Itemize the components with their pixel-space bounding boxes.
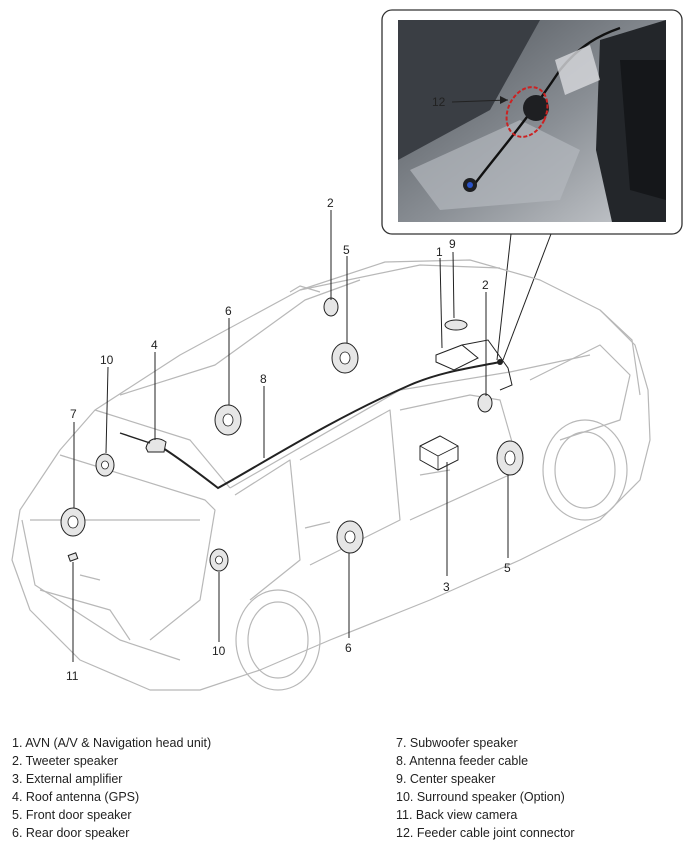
callout-4: 4: [151, 338, 158, 352]
legend-item-avn: 1. AVN (A/V & Navigation head unit): [12, 736, 212, 750]
callout-3: 3: [443, 580, 450, 594]
callout-5-bottom: 5: [504, 561, 511, 575]
legend-item-roof-antenna: 4. Roof antenna (GPS): [12, 790, 140, 804]
feeder-connector-highlight: [505, 86, 549, 138]
car-outline: [11, 259, 651, 691]
callout-12: 12: [432, 95, 446, 109]
callout-2-front: 2: [482, 278, 489, 292]
antenna-feeder-cable: [157, 361, 501, 490]
feeder-cable-joint: [497, 359, 503, 365]
legend-item-amplifier: 3. External amplifier: [12, 772, 123, 786]
callout-11: 11: [66, 669, 79, 683]
tweeter-speaker-front: [477, 393, 493, 413]
callout-5-top: 5: [343, 243, 350, 257]
callout-10-top: 10: [100, 353, 114, 367]
legend-item-subwoofer: 7. Subwoofer speaker: [396, 736, 518, 750]
callout-7: 7: [70, 407, 77, 421]
legend-item-back-camera: 11. Back view camera: [396, 808, 518, 822]
callout-10-bottom: 10: [212, 644, 226, 658]
avn-head-unit: [435, 344, 479, 371]
inset-photo-box: 12: [381, 9, 683, 361]
legend-item-joint-connector: 12. Feeder cable joint connector: [396, 826, 575, 840]
legend-left-column: 1. AVN (A/V & Navigation head unit) 2. T…: [12, 734, 211, 842]
legend-item-surround-speaker: 10. Surround speaker (Option): [396, 790, 565, 804]
vehicle-audio-diagram: 12 1 9 2: [11, 9, 683, 691]
center-speaker: [444, 319, 468, 331]
roof-antenna: [145, 438, 167, 453]
back-view-camera: [67, 552, 79, 562]
callout-2-top: 2: [327, 196, 334, 210]
legend-item-front-door-speaker: 5. Front door speaker: [12, 808, 132, 822]
legend-item-center-speaker: 9. Center speaker: [396, 772, 496, 786]
legend-item-rear-door-speaker: 6. Rear door speaker: [12, 826, 130, 840]
external-amplifier: [419, 435, 459, 471]
callout-1: 1: [436, 245, 443, 259]
legend-item-tweeter: 2. Tweeter speaker: [12, 754, 119, 768]
callout-6-top: 6: [225, 304, 232, 318]
tweeter-speaker-rear: [323, 297, 339, 317]
legend-right-column: 7. Subwoofer speaker 8. Antenna feeder c…: [396, 734, 575, 842]
callout-6-bottom: 6: [345, 641, 352, 655]
callout-8: 8: [260, 372, 267, 386]
callout-9: 9: [449, 237, 456, 251]
legend-item-feeder-cable: 8. Antenna feeder cable: [396, 754, 529, 768]
